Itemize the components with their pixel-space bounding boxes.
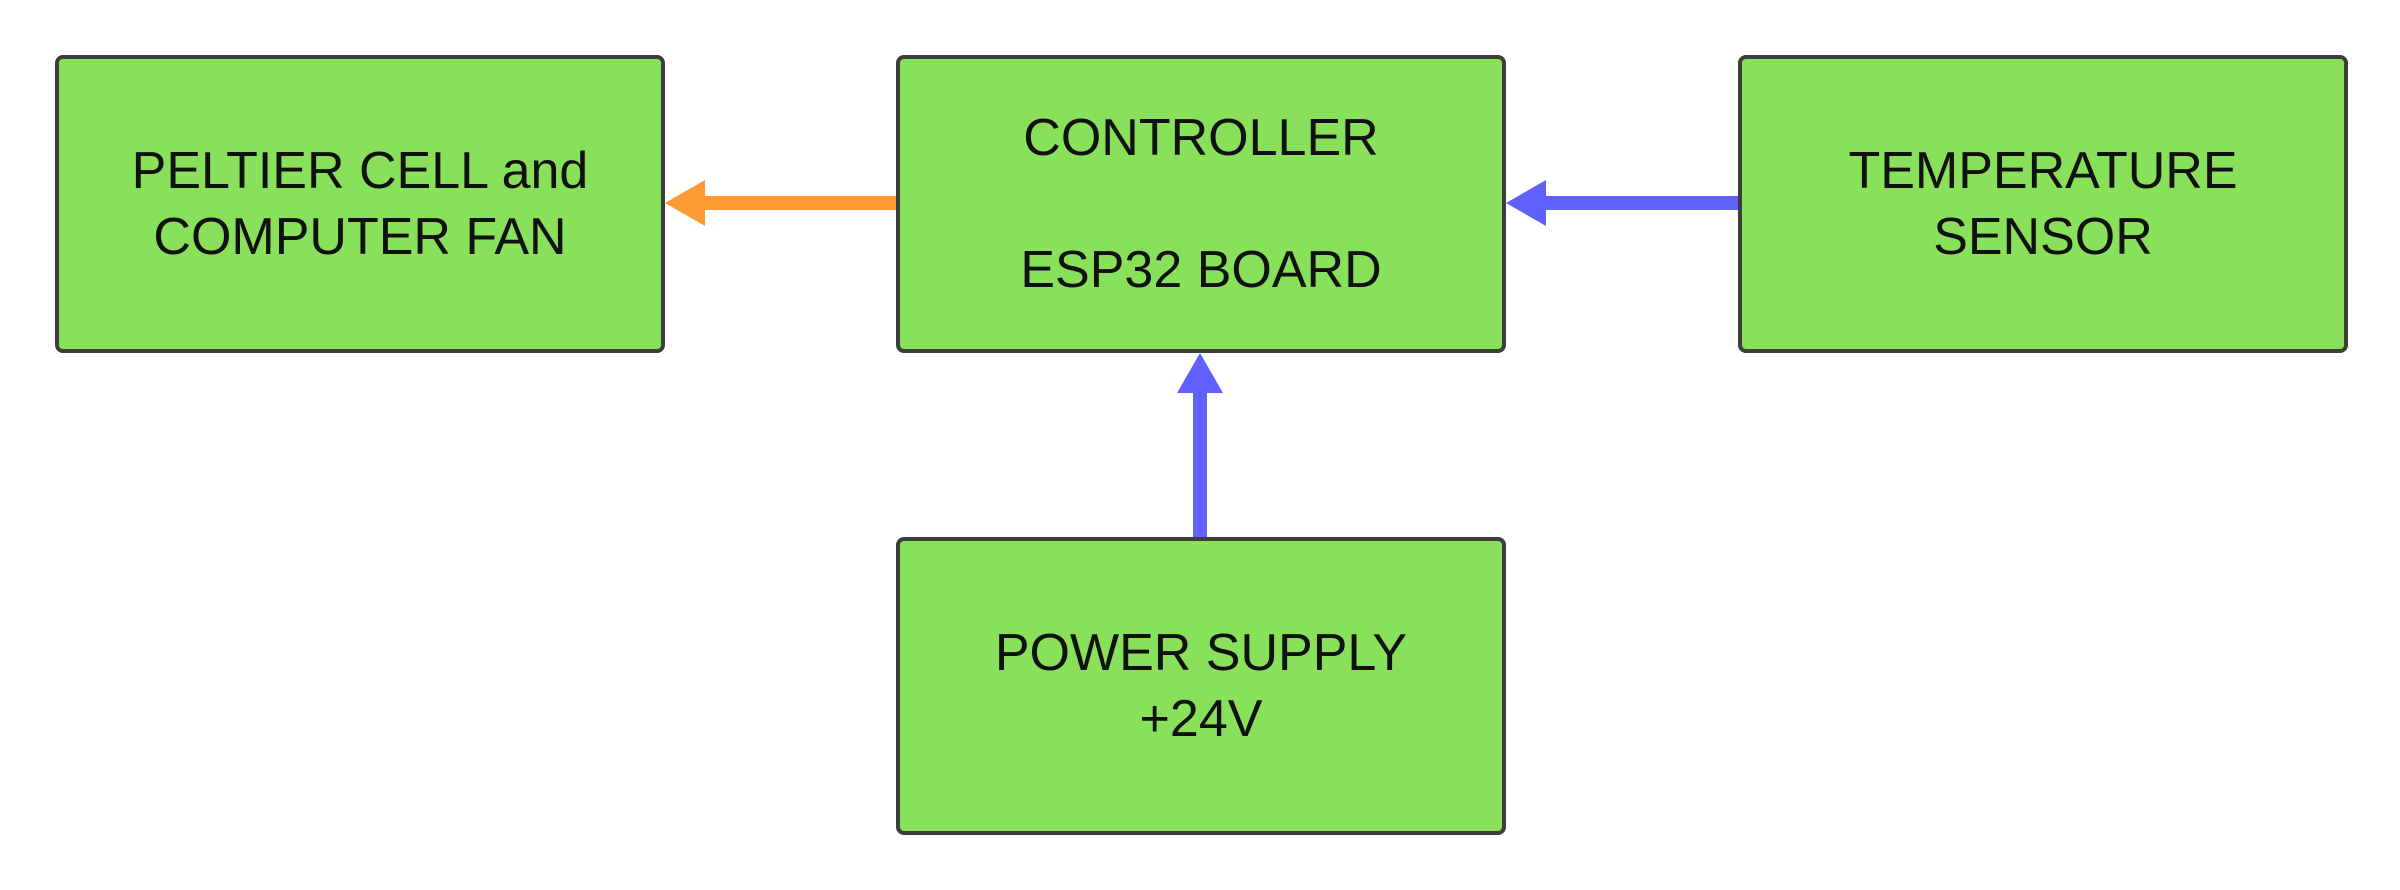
block-label-line: PELTIER CELL and xyxy=(131,142,589,200)
block-label-line: COMPUTER FAN xyxy=(153,208,567,266)
arrow-controller-to-actuator xyxy=(665,180,896,226)
controller-block: CONTROLLER ESP32 BOARD xyxy=(896,55,1506,353)
block-label-line: TEMPERATURE xyxy=(1848,142,2238,200)
arrow-power-to-controller xyxy=(1177,353,1223,537)
power-supply-block: POWER SUPPLY +24V xyxy=(896,537,1506,835)
peltier-fan-block: PELTIER CELL and COMPUTER FAN xyxy=(55,55,665,353)
block-label-line: SENSOR xyxy=(1933,208,2153,266)
block-label-line: ESP32 BOARD xyxy=(1020,241,1382,299)
block-label-line: +24V xyxy=(1139,690,1263,748)
block-label-line: POWER SUPPLY xyxy=(994,624,1408,682)
arrow-sensor-to-controller xyxy=(1506,180,1738,226)
block-label-line: CONTROLLER xyxy=(1023,109,1379,167)
temperature-sensor-block: TEMPERATURE SENSOR xyxy=(1738,55,2348,353)
